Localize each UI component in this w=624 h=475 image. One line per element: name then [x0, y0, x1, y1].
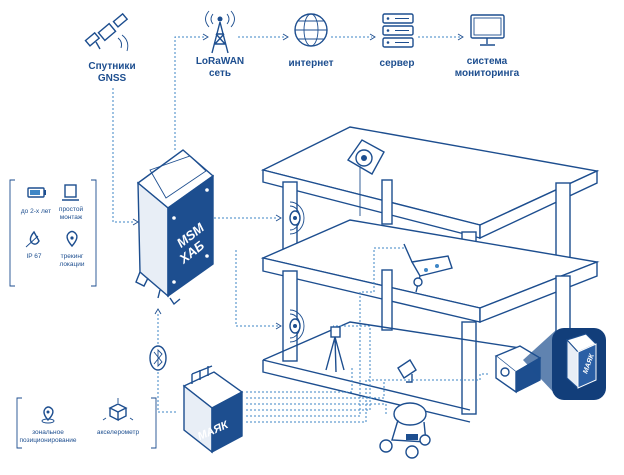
- link-gnss-hub: [112, 88, 135, 223]
- accelerometer-icon: [102, 398, 134, 422]
- mount-label-1: простой: [59, 205, 84, 213]
- bluetooth-icon: [149, 345, 167, 371]
- monitor-icon: [470, 14, 505, 46]
- monitoring-label-2: мониторинга: [455, 68, 520, 79]
- link-hub-sensor-lower: [235, 250, 278, 327]
- server-label: сервер: [380, 58, 415, 69]
- mount-label-2: монтаж: [60, 214, 83, 221]
- internet-label: интернет: [288, 58, 333, 69]
- beacon-links: [246, 247, 490, 423]
- wall-sensor-lower-icon: [289, 309, 305, 343]
- hub-features-bracket: [9, 179, 97, 287]
- building-frame: [260, 126, 600, 423]
- zonal-label-2: позиционирование: [20, 437, 77, 444]
- wall-sensor-upper-icon: [289, 201, 305, 235]
- gnss-label-1: Спутники: [88, 61, 135, 72]
- satellite-icon: [84, 12, 129, 52]
- location-pin-icon: [66, 230, 78, 248]
- camera-icon: [397, 359, 417, 383]
- beacon-features-bracket: [16, 397, 157, 449]
- tracking-label-1: трекинг: [61, 253, 84, 260]
- pulley-icon: [346, 139, 385, 216]
- lorawan-label-1: LoRaWAN: [196, 56, 244, 67]
- wheelbarrow-icon: [403, 243, 453, 293]
- server-icon: [382, 13, 414, 48]
- compactor-machine-icon: [379, 402, 431, 459]
- link-hub-lorawan: [174, 36, 205, 150]
- beacon-zoom-callout: МАЯК: [523, 328, 606, 400]
- zonal-label-1: зональное: [32, 429, 64, 436]
- mount-icon: [62, 184, 79, 201]
- lorawan-label-2: сеть: [209, 68, 231, 79]
- zone-pin-icon: [41, 406, 55, 424]
- radio-tower-icon: [205, 10, 235, 54]
- ip-label: IP 67: [26, 253, 41, 260]
- beacon-device: МАЯК: [182, 365, 244, 454]
- monitoring-label-1: система: [467, 56, 508, 67]
- battery-label: до 2-х лет: [21, 208, 51, 215]
- accel-label: акселерометр: [97, 429, 140, 436]
- water-drop-icon: [25, 230, 40, 248]
- battery-icon: [27, 187, 46, 198]
- msm-hub-device: MSM ХАБ: [135, 149, 215, 306]
- globe-icon: [294, 13, 328, 47]
- tracking-label-2: локации: [59, 261, 84, 268]
- gnss-label-2: GNSS: [98, 73, 127, 84]
- theodolite-tripod-icon: [325, 326, 345, 373]
